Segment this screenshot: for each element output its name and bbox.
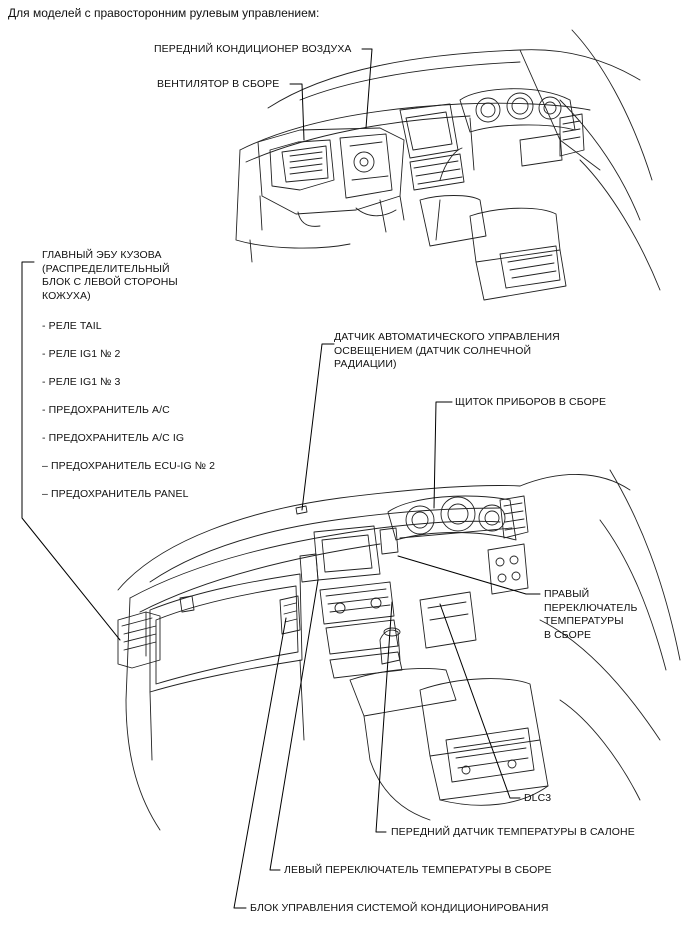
bottom-dashboard-drawing <box>117 469 681 831</box>
top-dashboard-drawing <box>235 29 661 301</box>
leader-lines <box>21 48 541 909</box>
main-body-ecu-title: ГЛАВНЫЙ ЭБУ КУЗОВА (РАСПРЕДЕЛИТЕЛЬНЫЙ БЛ… <box>42 249 178 302</box>
page-header: Для моделей с правосторонним рулевым упр… <box>8 6 320 20</box>
ecu-item: - РЕЛЕ TAIL <box>42 320 102 332</box>
ac-control-label: БЛОК УПРАВЛЕНИЯ СИСТЕМОЙ КОНДИЦИОНИРОВАН… <box>250 902 549 914</box>
dlc3-label: DLC3 <box>524 792 552 804</box>
front-ac-label: ПЕРЕДНИЙ КОНДИЦИОНЕР ВОЗДУХА <box>154 43 352 55</box>
right-temp-switch-label: ПРАВЫЙ ПЕРЕКЛЮЧАТЕЛЬ ТЕМПЕРАТУРЫ В СБОРЕ <box>544 588 638 641</box>
ecu-item: - ПРЕДОХРАНИТЕЛЬ A/C <box>42 404 170 416</box>
ecu-item: - ПРЕДОХРАНИТЕЛЬ A/C IG <box>42 432 185 444</box>
ecu-item: – ПРЕДОХРАНИТЕЛЬ PANEL <box>42 488 189 500</box>
room-temp-sensor-label: ПЕРЕДНИЙ ДАТЧИК ТЕМПЕРАТУРЫ В САЛОНЕ <box>391 826 635 838</box>
ecu-item: - РЕЛЕ IG1 № 2 <box>42 348 121 360</box>
ecu-item: - РЕЛЕ IG1 № 3 <box>42 376 121 388</box>
left-temp-switch-label: ЛЕВЫЙ ПЕРЕКЛЮЧАТЕЛЬ ТЕМПЕРАТУРЫ В СБОРЕ <box>284 864 552 876</box>
meter-label: ЩИТОК ПРИБОРОВ В СБОРЕ <box>455 396 607 408</box>
main-body-ecu-items: - РЕЛЕ TAIL - РЕЛЕ IG1 № 2 - РЕЛЕ IG1 № … <box>42 320 215 516</box>
light-sensor-label: ДАТЧИК АВТОМАТИЧЕСКОГО УПРАВЛЕНИЯ ОСВЕЩЕ… <box>334 331 560 370</box>
ecu-item: – ПРЕДОХРАНИТЕЛЬ ECU-IG № 2 <box>42 460 216 472</box>
blower-label: ВЕНТИЛЯТОР В СБОРЕ <box>157 78 280 90</box>
